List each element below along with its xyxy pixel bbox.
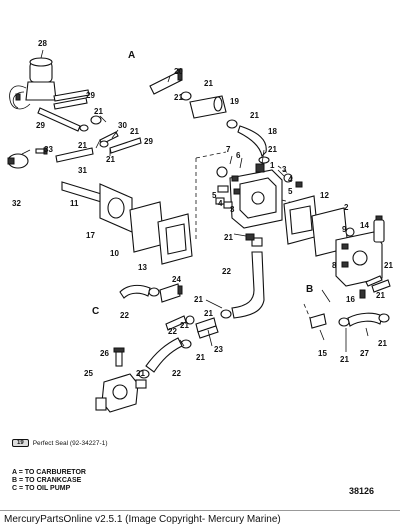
callout-23: 23 xyxy=(214,345,223,354)
callout-29b: 29 xyxy=(36,121,45,130)
sealant-icon: 19 xyxy=(12,439,29,447)
callout-3b: 3 xyxy=(230,205,235,214)
callout-4a: 4 xyxy=(288,175,293,184)
callout-21l: 21 xyxy=(194,295,203,304)
callout-21c: 21 xyxy=(78,141,87,150)
callout-22d: 22 xyxy=(172,369,181,378)
callout-21r: 21 xyxy=(378,339,387,348)
callout-29c: 29 xyxy=(144,137,153,146)
callout-24: 24 xyxy=(172,275,181,284)
callout-20: 20 xyxy=(174,67,183,76)
callout-5a: 5 xyxy=(288,187,293,196)
callout-22a: 22 xyxy=(222,267,231,276)
marker-c: C xyxy=(92,306,99,317)
marker-a: A xyxy=(128,50,135,61)
callout-30: 30 xyxy=(118,121,127,130)
callout-19: 19 xyxy=(230,97,239,106)
legend-a: A = TO CARBURETOR xyxy=(12,469,86,476)
callout-21g: 21 xyxy=(250,111,259,120)
callout-13: 13 xyxy=(138,263,147,272)
figure-number: 38126 xyxy=(348,486,374,496)
callout-2: 2 xyxy=(344,203,349,212)
callout-18: 18 xyxy=(268,127,277,136)
callout-21k: 21 xyxy=(376,291,385,300)
callout-31: 31 xyxy=(78,166,87,175)
legend-b: B = TO CRANKCASE xyxy=(12,477,82,484)
callout-21m: 21 xyxy=(180,321,189,330)
callout-21a: 21 xyxy=(94,107,103,116)
callout-11: 11 xyxy=(70,199,79,208)
sealant-text: Perfect Seal (92-34227-1) xyxy=(32,439,108,447)
callout-21q: 21 xyxy=(340,355,349,364)
callout-29a: 29 xyxy=(86,91,95,100)
oil-pump-25 xyxy=(95,373,147,413)
callout-21j: 21 xyxy=(384,261,393,270)
callout-26: 26 xyxy=(100,349,109,358)
callout-10: 10 xyxy=(110,249,119,258)
callout-16: 16 xyxy=(346,295,355,304)
callout-4b: 4 xyxy=(218,199,223,208)
callout-27: 27 xyxy=(360,349,369,358)
callout-28: 28 xyxy=(38,39,47,48)
callout-1: 1 xyxy=(270,161,275,170)
callout-21n: 21 xyxy=(204,309,213,318)
callout-21d: 21 xyxy=(106,155,115,164)
callout-5b: 5 xyxy=(212,191,217,200)
callout-21f: 21 xyxy=(174,93,183,102)
sealant-note: 19 Perfect Seal (92-34227-1) xyxy=(12,439,107,447)
callout-21p: 21 xyxy=(136,369,145,378)
callout-21b: 21 xyxy=(130,127,139,136)
legend-c: C = TO OIL PUMP xyxy=(12,485,71,492)
electric-pump-28 xyxy=(9,57,57,110)
fuel-pump-body xyxy=(229,163,283,229)
callout-33: 33 xyxy=(44,145,53,154)
marker-b: B xyxy=(306,284,313,295)
callout-22c: 22 xyxy=(168,327,177,336)
callout-14: 14 xyxy=(360,221,369,230)
copyright-footer: MercuryPartsOnline v2.5.1 (Image Copyrig… xyxy=(0,510,400,529)
callout-21i: 21 xyxy=(224,233,233,242)
callout-8: 8 xyxy=(332,261,337,270)
callout-32: 32 xyxy=(12,199,21,208)
callout-3a: 3 xyxy=(282,165,287,174)
callout-21o: 21 xyxy=(196,353,205,362)
callout-17: 17 xyxy=(86,231,95,240)
callout-9: 9 xyxy=(342,225,347,234)
callout-21h: 21 xyxy=(268,145,277,154)
callout-7: 7 xyxy=(226,145,231,154)
callout-22b: 22 xyxy=(120,311,129,320)
callout-25: 25 xyxy=(84,369,93,378)
callout-12: 12 xyxy=(320,191,329,200)
callout-6: 6 xyxy=(236,151,241,160)
callout-21e: 21 xyxy=(204,79,213,88)
callout-15: 15 xyxy=(318,349,327,358)
